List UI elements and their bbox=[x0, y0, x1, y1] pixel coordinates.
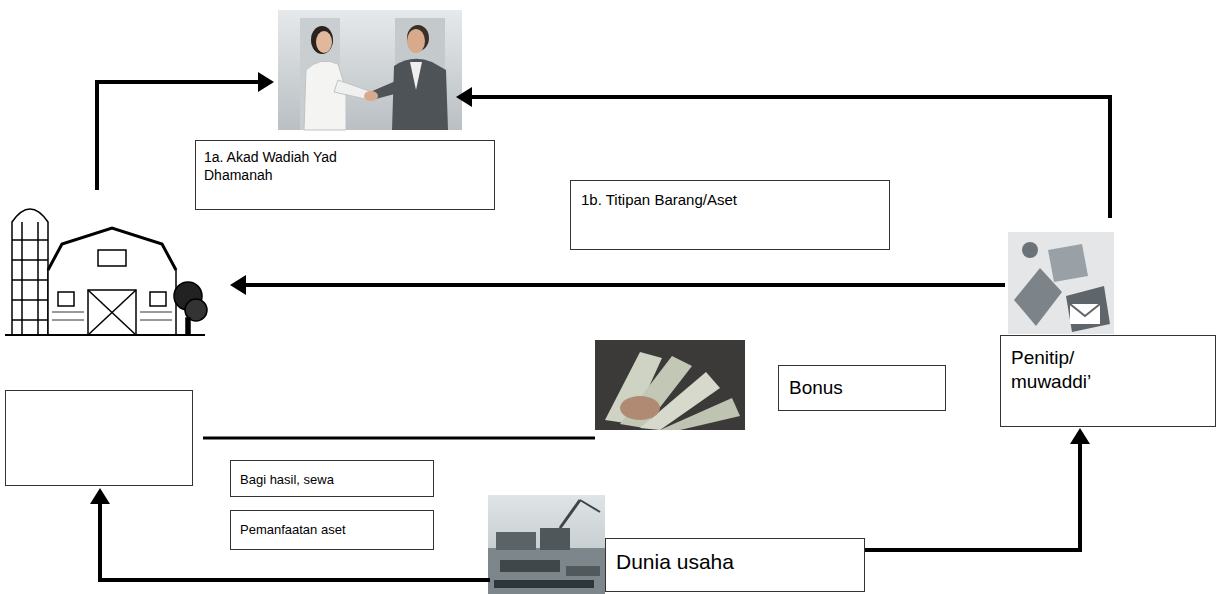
deposit-box: 1b. Titipan Barang/Aset bbox=[570, 180, 890, 250]
asset-use-box: Pemanfaatan aset bbox=[230, 510, 434, 550]
box-label: Dunia usaha bbox=[616, 549, 734, 575]
barn-illustration bbox=[5, 209, 207, 335]
box-label: 1a. Akad Wadiah Yad Dhamanah bbox=[204, 149, 379, 184]
arrowhead bbox=[1070, 428, 1090, 444]
box-label: Bagi hasil, sewa bbox=[240, 472, 334, 488]
depositor-icon bbox=[1008, 232, 1114, 334]
handshake-photo bbox=[278, 10, 462, 130]
empty-box bbox=[6, 391, 193, 486]
arrowheads bbox=[90, 72, 472, 504]
box-label: 1b. Titipan Barang/Aset bbox=[581, 191, 737, 210]
business-box: Dunia usaha bbox=[605, 538, 865, 592]
depositor-box: Penitip/ muwaddi’ bbox=[1000, 335, 1216, 427]
money-photo bbox=[595, 340, 745, 430]
box-label: Bonus bbox=[789, 376, 843, 400]
flow-connector bbox=[865, 428, 1090, 550]
connector-line bbox=[865, 442, 1080, 550]
box-label: Pemanfaatan aset bbox=[240, 522, 346, 538]
box-label: Penitip/ muwaddi’ bbox=[1011, 346, 1111, 394]
flow-arrows bbox=[97, 82, 1110, 580]
profit-share-box: Bagi hasil, sewa bbox=[230, 460, 434, 497]
harbour-photo bbox=[488, 495, 605, 594]
agreement-box: 1a. Akad Wadiah Yad Dhamanah bbox=[195, 140, 495, 210]
bonus-box: Bonus bbox=[778, 365, 946, 411]
